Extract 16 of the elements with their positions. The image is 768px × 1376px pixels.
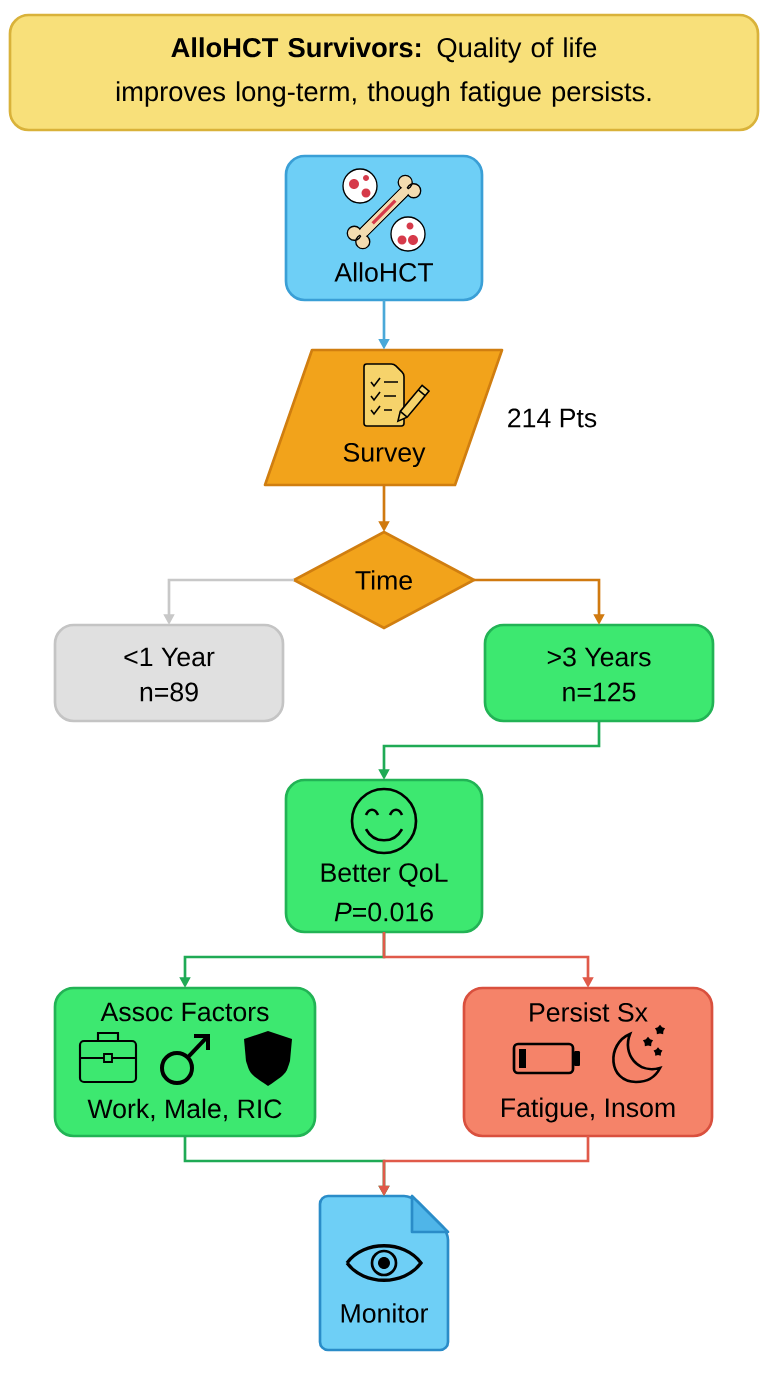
node-label: >3 Years: [547, 647, 651, 667]
node-label: P=0.016: [334, 902, 433, 922]
node-heading: Assoc Factors: [100, 1002, 269, 1022]
title-banner: AlloHCT Survivors: Quality of life improves long-term, though fatigue persists.: [8, 13, 760, 132]
node-label: Survey: [343, 442, 426, 468]
node-label: Work, Male, RIC: [87, 1098, 282, 1122]
node-label: Time: [355, 570, 412, 590]
node-heading: Persist Sx: [530, 1002, 648, 1022]
count-label: 214 Pts: [508, 408, 597, 428]
node-label: Monitor: [341, 1303, 428, 1323]
node-label: Fatigue, Insom: [502, 1097, 675, 1123]
node-label: n=89: [140, 682, 198, 702]
node-label: AlloHCT: [334, 262, 433, 282]
node-label: Better QoL: [321, 863, 448, 887]
node-label: <1 Year: [124, 647, 215, 667]
node-label: n=125: [563, 682, 636, 702]
